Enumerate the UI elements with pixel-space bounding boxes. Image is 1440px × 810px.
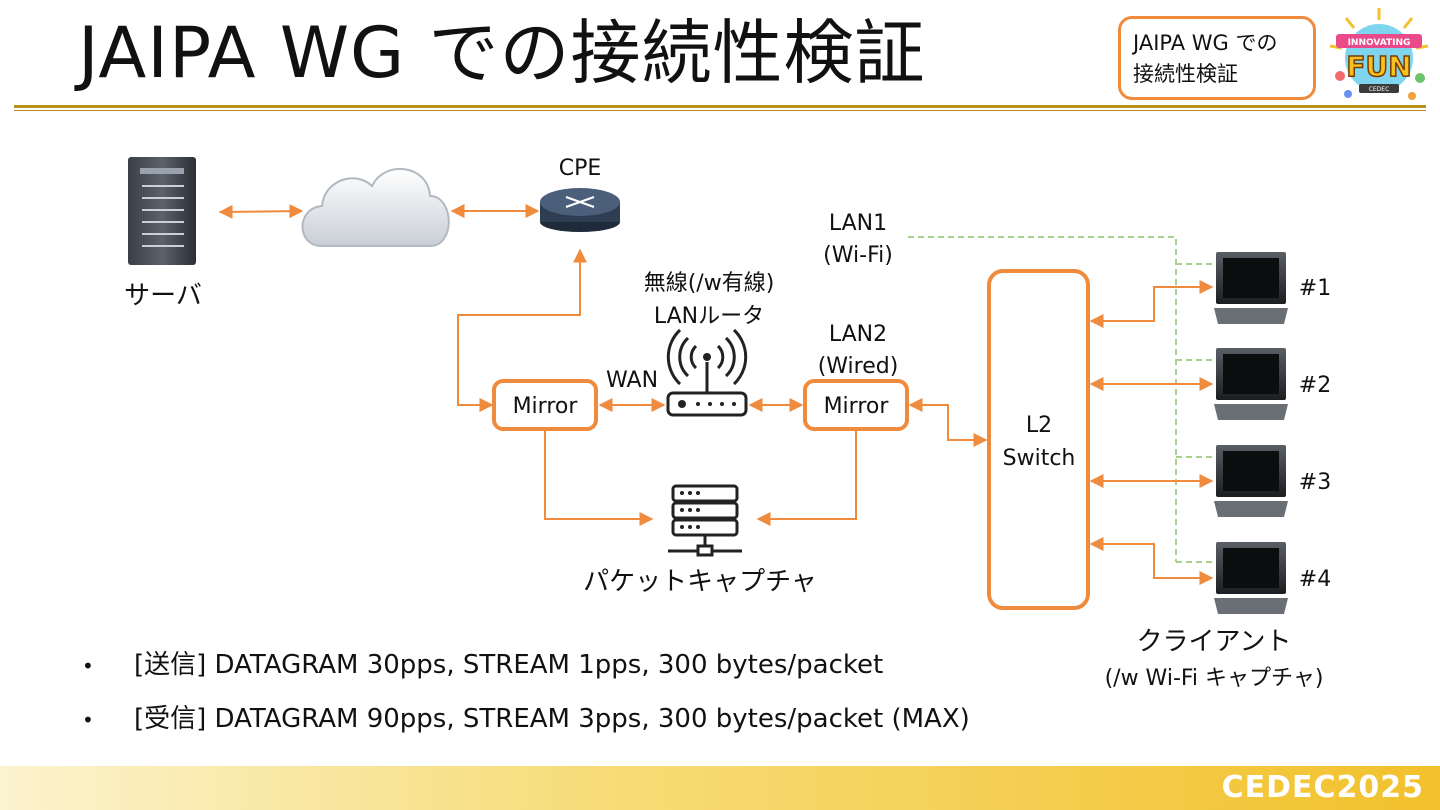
lan1-label-line2: (Wi-Fi) xyxy=(823,243,893,268)
svg-text:FUN: FUN xyxy=(1346,50,1411,83)
clients-label-line2: (/w Wi-Fi キャプチャ) xyxy=(1105,666,1324,691)
bullet-dot: • xyxy=(82,654,94,678)
server-label: サーバ xyxy=(124,281,202,311)
cpe-label: CPE xyxy=(559,156,602,181)
clients-label-line1: クライアント xyxy=(1137,627,1292,657)
bullet-dot: • xyxy=(82,708,94,732)
cedec-brand: CEDEC2025 xyxy=(1221,770,1424,805)
packet-capture-server-icon xyxy=(668,484,742,557)
client-label-2: #2 xyxy=(1299,373,1331,398)
router-label-line2: LANルータ xyxy=(654,304,764,329)
laptop-icon xyxy=(1214,542,1288,614)
link-switch-client-4 xyxy=(1089,537,1214,585)
mirror-left-box xyxy=(492,379,598,431)
mirror-right-label: Mirror xyxy=(824,394,890,419)
title-rule xyxy=(14,105,1426,108)
slide-title: JAIPA WG での接続性検証 xyxy=(78,12,926,94)
wan-label: WAN xyxy=(606,368,658,393)
router-label-line1: 無線(/w有線) xyxy=(644,271,775,296)
section-tag: JAIPA WG での 接続性検証 xyxy=(1118,16,1316,100)
svg-text:INNOVATING: INNOVATING xyxy=(1348,38,1411,48)
client-label-3: #3 xyxy=(1299,470,1331,495)
footer-bar: CEDEC2025 xyxy=(0,766,1440,810)
svg-text:CEDEC: CEDEC xyxy=(1369,86,1390,93)
link-server-cloud xyxy=(218,204,304,219)
lan2-label-line2: (Wired) xyxy=(818,354,899,379)
mirror-right-box xyxy=(803,379,909,431)
logo-banner-icon xyxy=(1336,34,1422,48)
bullet-receive: [受信] DATAGRAM 90pps, STREAM 3pps, 300 by… xyxy=(134,704,970,734)
mirror-left-label: Mirror xyxy=(513,394,579,419)
client-label-1: #1 xyxy=(1299,276,1331,301)
link-switch-client-1 xyxy=(1089,280,1214,328)
network-diagram: サーバ CPE Mirror Mirror 無線(/w有線 xyxy=(124,156,1331,691)
link-mirror-left-capture xyxy=(544,431,654,526)
laptop-icon xyxy=(1214,252,1288,324)
title-rule-thin xyxy=(14,110,1426,111)
bullet-send: [送信] DATAGRAM 30pps, STREAM 1pps, 300 by… xyxy=(134,650,884,680)
cpe-router-icon xyxy=(540,188,620,232)
capture-label: パケットキャプチャ xyxy=(583,567,817,597)
cloud-icon xyxy=(301,167,450,247)
switch-label-line2: Switch xyxy=(1003,446,1076,471)
switch-label-line1: L2 xyxy=(1026,413,1052,438)
l2-switch-box xyxy=(987,269,1090,610)
lan2-label-line1: LAN2 xyxy=(829,322,887,347)
wireless-router-icon xyxy=(666,328,748,417)
client-label-4: #4 xyxy=(1299,567,1331,592)
link-mirror-right-capture xyxy=(756,431,857,526)
link-cpe-mirror xyxy=(457,248,587,412)
server-icon xyxy=(128,157,196,265)
link-mirror-switch xyxy=(908,398,988,447)
laptop-icon xyxy=(1214,348,1288,420)
lan1-label-line1: LAN1 xyxy=(829,211,887,236)
capture-leds xyxy=(680,491,700,529)
innovating-fun-logo: INNOVATING FUN CEDEC xyxy=(1329,8,1429,100)
laptop-icon xyxy=(1214,445,1288,517)
